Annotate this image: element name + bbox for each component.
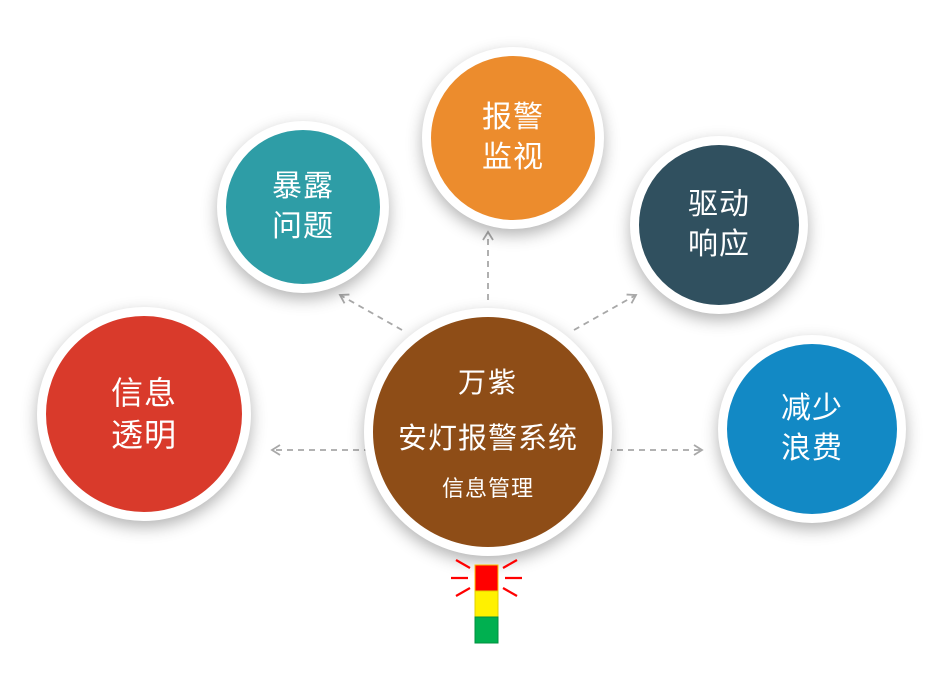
andon-traffic-light-icon (451, 559, 522, 644)
arrow-to-drive-response (573, 293, 638, 331)
node-circle-alarm-monitoring: 报警 监视 (422, 47, 604, 229)
andon-red-lamp (474, 564, 499, 592)
center-title-line3: 信息管理 (441, 477, 534, 502)
node-label-expose-problems: 暴露 问题 (272, 169, 334, 244)
node-label-alarm-monitoring: 报警 监视 (482, 100, 544, 175)
center-title-line2: 安灯报警系统 (397, 421, 578, 455)
node-circle-reduce-waste: 减少 浪费 (718, 335, 906, 523)
node-circle-expose-problems: 暴露 问题 (217, 121, 389, 293)
node-label-reduce-waste: 减少 浪费 (781, 391, 843, 466)
andon-yellow-lamp (474, 590, 499, 618)
arrow-to-expose-problems (338, 293, 403, 331)
andon-ray-lines (451, 559, 522, 597)
node-circle-drive-response: 驱动 响应 (630, 136, 808, 314)
center-hub-circle: 万紫 安灯报警系统 信息管理 (364, 308, 612, 556)
node-circle-info-transparency: 信息 透明 (37, 307, 251, 521)
andon-green-lamp (474, 616, 499, 644)
node-label-info-transparency: 信息 透明 (110, 373, 177, 454)
center-title-line1: 万紫 (457, 366, 518, 399)
node-label-drive-response: 驱动 响应 (688, 187, 750, 262)
